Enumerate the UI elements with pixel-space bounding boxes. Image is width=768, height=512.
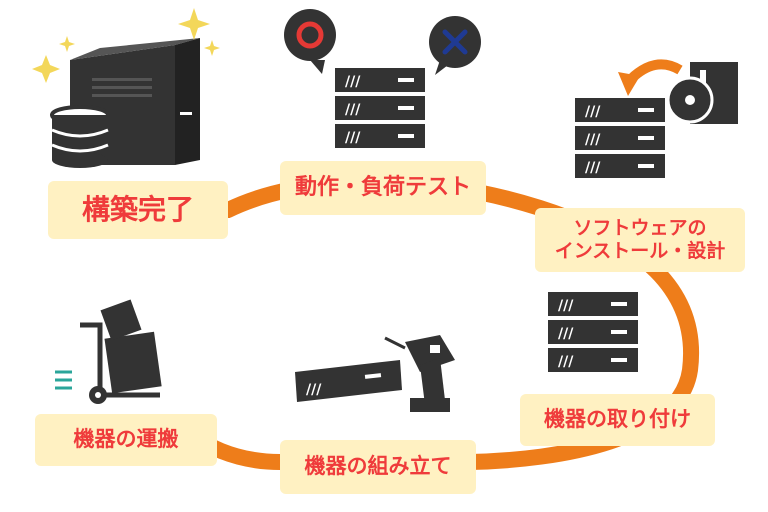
step-complete-label: 構築完了	[81, 193, 194, 227]
step-complete: 構築完了	[48, 181, 228, 239]
box-icon	[100, 299, 162, 394]
drill-icon	[384, 335, 455, 412]
svg-text:///: ///	[345, 102, 361, 118]
svg-text:///: ///	[558, 354, 574, 370]
motion-lines	[55, 370, 72, 390]
step-install-label: 機器の取り付け	[544, 407, 691, 432]
svg-text:///: ///	[345, 74, 361, 90]
svg-text:///: ///	[585, 160, 601, 176]
step-test-label: 動作・負荷テスト	[294, 174, 471, 200]
step-software: ソフトウェアの インストール・設計	[535, 208, 745, 272]
svg-text:///: ///	[558, 326, 574, 342]
step-test: 動作・負荷テスト	[280, 161, 486, 215]
speech-bubble-icon	[284, 9, 481, 75]
svg-text:///: ///	[345, 130, 361, 146]
hand-truck-icon	[80, 322, 160, 404]
step-assemble: 機器の組み立て	[280, 440, 476, 494]
rack-server-icon: /// /// ///	[335, 68, 425, 148]
step-software-label-1: ソフトウェアの	[573, 217, 707, 240]
server-blade-icon: ///	[295, 360, 402, 402]
svg-text:///: ///	[306, 382, 322, 398]
rack-server-icon: /// /// ///	[548, 292, 638, 372]
step-software-label-2: インストール・設計	[554, 240, 726, 262]
step-install: 機器の取り付け	[520, 394, 715, 446]
step-transport: 機器の運搬	[35, 414, 217, 466]
svg-text:///: ///	[558, 298, 574, 314]
install-disc-icon	[666, 62, 738, 124]
step-assemble-label: 機器の組み立て	[304, 454, 452, 479]
arrow-icon	[618, 59, 683, 96]
sparkle-icon	[32, 8, 220, 83]
rack-server-icon: /// /// ///	[575, 98, 665, 178]
database-icon	[50, 105, 110, 168]
step-transport-label: 機器の運搬	[73, 427, 179, 452]
svg-text:///: ///	[585, 132, 601, 148]
svg-text:///: ///	[585, 104, 601, 120]
